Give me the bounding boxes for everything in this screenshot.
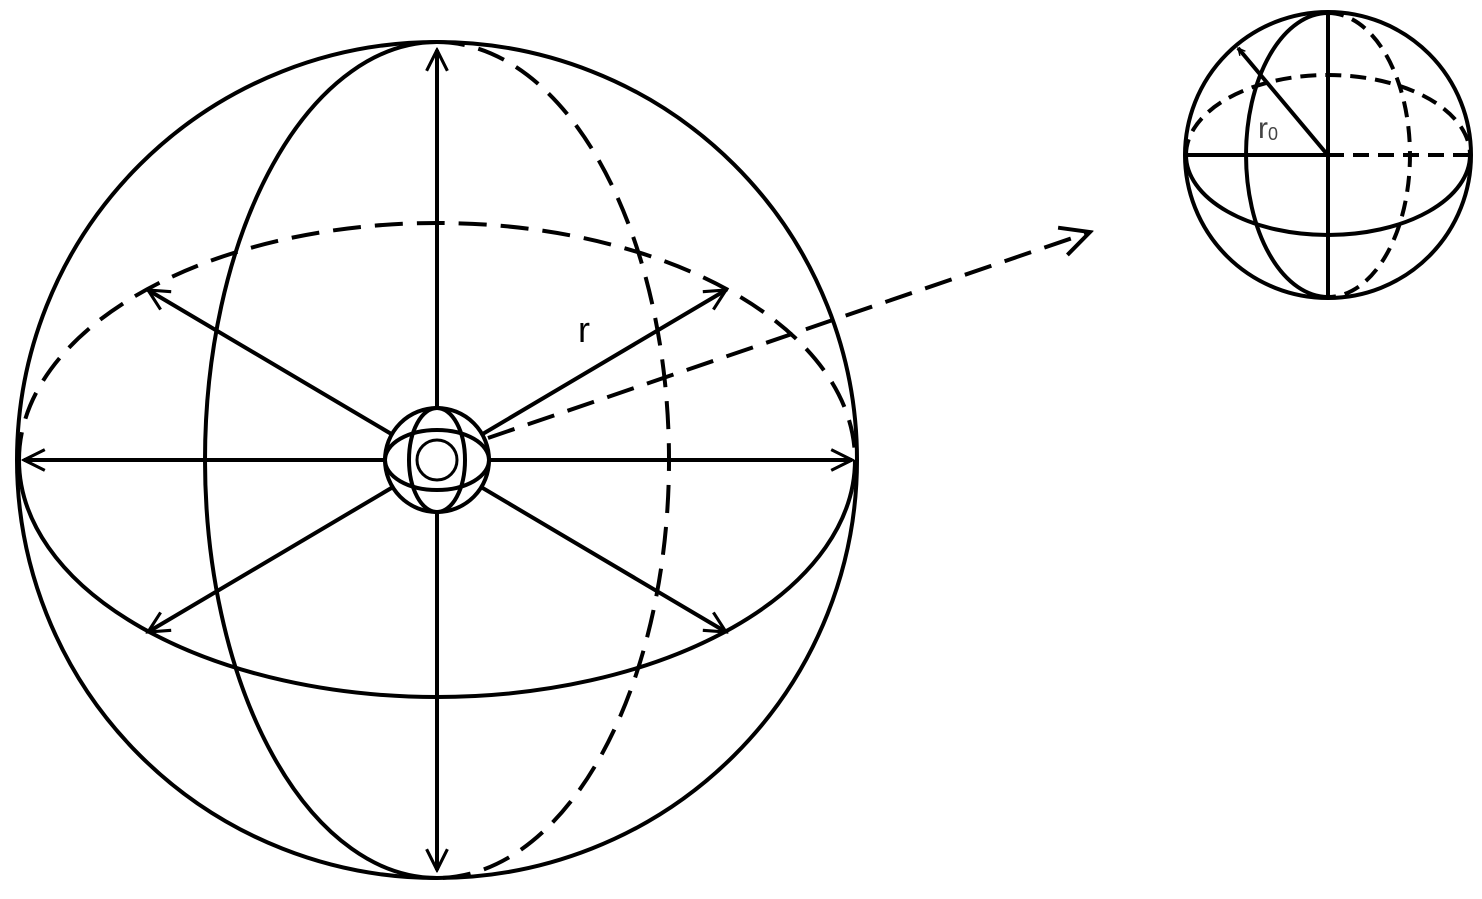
small-sphere: r0 <box>1183 10 1473 300</box>
small-radius-label: r0 <box>1258 112 1278 145</box>
small-radius-arrow <box>1236 46 1328 155</box>
central-sphere-equator <box>383 428 491 492</box>
central-sphere-meridian <box>407 406 467 514</box>
small-radius-label-subscript: 0 <box>1268 124 1278 144</box>
expansion-dashed-arrow <box>487 232 1090 440</box>
small-radius-label-base: r <box>1258 112 1268 145</box>
central-small-sphere <box>383 406 491 514</box>
large-radius-label: r <box>578 309 590 350</box>
large-sphere: r <box>15 40 859 880</box>
central-sphere-core <box>415 438 459 482</box>
